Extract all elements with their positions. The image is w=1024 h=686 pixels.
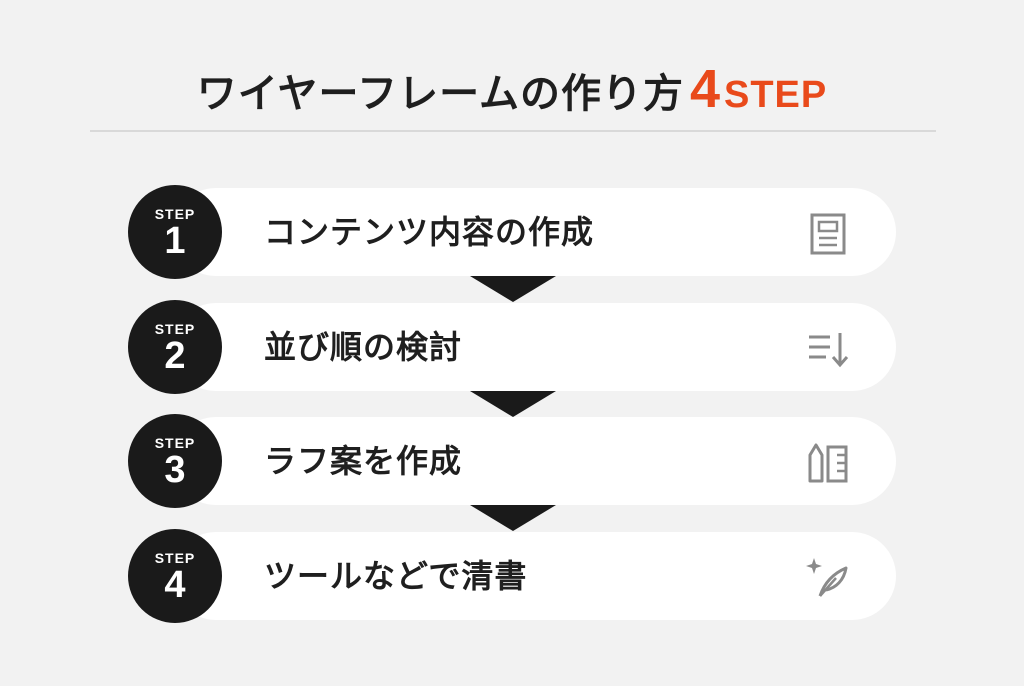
step-label: ツールなどで清書 [264,557,528,595]
step-badge-number: 2 [164,335,186,377]
step-badge-number: 3 [164,449,186,491]
step-pill [172,188,896,276]
title-step: STEP [724,74,828,116]
sort-icon [806,327,850,371]
step-connector-arrow [470,391,556,417]
layout-sketch-icon [806,441,850,485]
step-connector-arrow [470,505,556,531]
document-icon [806,212,850,256]
step-badge-number: 4 [164,564,186,606]
step-label: コンテンツ内容の作成 [264,213,595,251]
step-badge: STEP 4 [128,529,222,623]
title-divider [90,130,936,132]
quill-sparkle-icon [806,556,850,600]
title-main: ワイヤーフレームの作り方 [196,71,684,117]
step-label: 並び順の検討 [264,328,463,366]
step-row: STEP 1 コンテンツ内容の作成 [128,185,896,279]
step-pill [172,532,896,620]
step-badge: STEP 2 [128,300,222,394]
step-row: STEP 4 ツールなどで清書 [128,529,896,623]
step-badge: STEP 3 [128,414,222,508]
title-number: 4 [689,59,720,119]
step-label: ラフ案を作成 [264,442,463,480]
step-badge-word: STEP [154,550,196,566]
step-pill [172,417,896,505]
step-badge-word: STEP [154,435,196,451]
step-badge-word: STEP [154,206,196,222]
step-badge-number: 1 [164,220,186,262]
step-pill [172,303,896,391]
step-connector-arrow [470,276,556,302]
step-badge-word: STEP [154,321,196,337]
step-row: STEP 2 並び順の検討 [128,300,896,394]
step-row: STEP 3 ラフ案を作成 [128,414,896,508]
step-badge: STEP 1 [128,185,222,279]
